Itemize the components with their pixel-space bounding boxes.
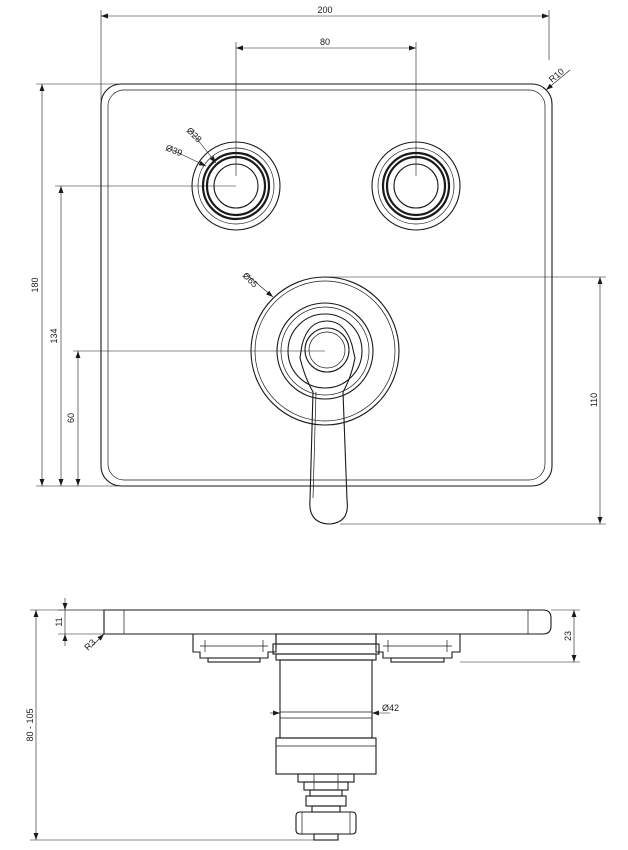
dimension-button-spacing: 80	[235, 37, 417, 176]
plate-profile	[103, 609, 552, 635]
dimension-label: 80	[320, 37, 330, 47]
dimension-label: 60	[66, 413, 76, 423]
dimension-label: 11	[54, 617, 64, 626]
dimension-escutcheon: Ø65	[241, 270, 274, 298]
plate-inner-edge	[107, 89, 546, 481]
dimension-label: 180	[30, 277, 40, 292]
dimension-label: Ø42	[382, 703, 399, 713]
dimension-edge-radius: R3	[82, 633, 105, 652]
dimension-width-total: 200	[100, 5, 550, 100]
dimension-plate-thickness: 11	[54, 598, 104, 646]
left-button-housing	[192, 634, 277, 663]
side-view: 11 R3 23 Ø42 80 - 105	[25, 598, 580, 841]
dimension-handle-reach: 110	[327, 276, 606, 525]
mixer-lever	[299, 320, 356, 525]
dimension-label: 23	[563, 631, 573, 641]
dimension-label: 134	[49, 328, 59, 343]
dimension-label: 110	[589, 393, 599, 407]
dimension-button-outer: Ø39	[164, 143, 207, 167]
dimension-install-depth: 80 - 105	[25, 609, 314, 841]
dimension-label: Ø28	[185, 125, 204, 144]
right-button-housing	[375, 634, 461, 663]
dimension-corner-radius: R10	[545, 66, 571, 91]
dimension-label: 80 - 105	[25, 708, 35, 741]
dimension-height-total: 180	[30, 83, 118, 487]
dimension-button-height: 134	[49, 185, 236, 486]
dimension-label: Ø39	[164, 143, 184, 159]
dimension-handle-center-height: 60	[66, 350, 325, 486]
dimension-label: Ø65	[241, 270, 260, 289]
dimension-projection: 23	[460, 609, 580, 663]
front-view: 200 80 R10 Ø28 Ø39 Ø65	[30, 5, 606, 525]
dimension-label: R3	[82, 637, 97, 652]
mixer-body	[272, 633, 380, 841]
dimension-button-inner: Ø28	[185, 125, 217, 164]
dimension-label: R10	[547, 66, 566, 84]
dimension-label: 200	[317, 5, 332, 15]
dimension-body-diameter: Ø42	[270, 703, 399, 716]
plate-outline	[100, 83, 553, 487]
